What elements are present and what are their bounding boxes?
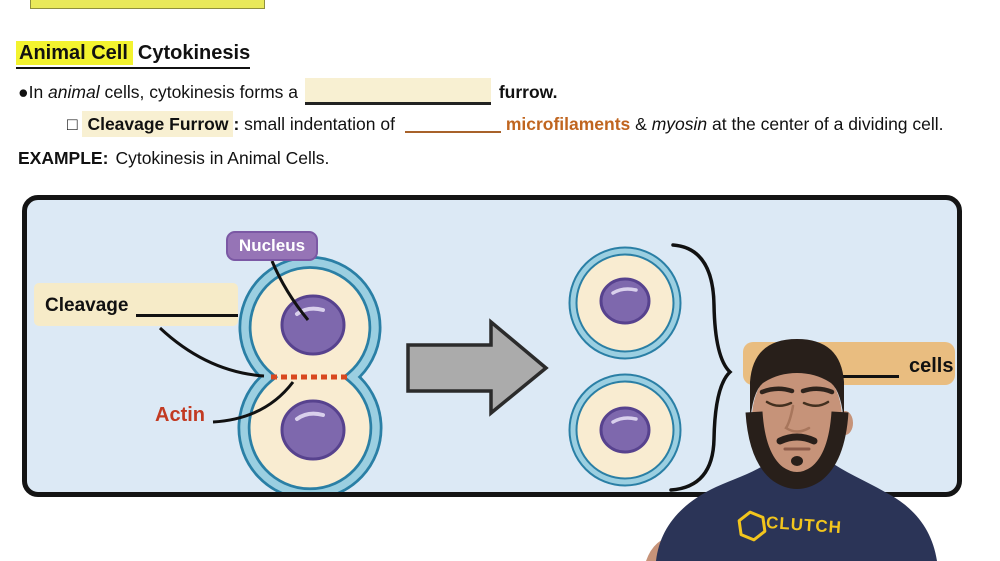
instructor-eye-left — [765, 400, 793, 407]
cleavage-fill-in-blank — [136, 298, 238, 317]
line1-pre: In — [28, 82, 49, 102]
clutch-hexagon-icon — [737, 510, 767, 542]
line1-italic-animal: animal — [48, 82, 100, 102]
note-line-2: □ Cleavage Furrow: small indentation of … — [67, 111, 944, 137]
title-highlighted-text: Animal Cell — [16, 41, 133, 65]
example-label: EXAMPLE: — [18, 148, 109, 168]
fill-in-blank-cream — [304, 78, 491, 105]
actin-pointer-line — [212, 381, 295, 424]
line1-mid: cells, cytokinesis forms a — [99, 82, 303, 102]
instructor-soul-patch — [791, 456, 803, 466]
daughter-cell-top-band — [570, 248, 680, 358]
note-line-1: ●In animal cells, cytokinesis forms a fu… — [18, 78, 558, 105]
square-bullet: □ — [67, 114, 83, 134]
title-rest-text: Cytokinesis — [137, 42, 251, 64]
line1-furrow: furrow. — [498, 82, 558, 102]
right-arrow — [406, 318, 549, 417]
instructor-webcam — [646, 339, 937, 561]
daughter-nucleus-top-highlight — [611, 287, 638, 295]
daughter-cell-bottom-band — [570, 375, 680, 485]
dividing-cell-membrane-band — [240, 258, 380, 492]
instructor-hair — [750, 339, 844, 425]
fill-in-blank-orange — [404, 117, 501, 133]
nucleus-label: Nucleus — [226, 231, 318, 261]
cleavage-label-box: Cleavage — [34, 283, 238, 326]
nucleus-label-text: Nucleus — [238, 236, 306, 255]
word-myosin: myosin — [651, 114, 708, 134]
line2-end: at the center of a dividing cell. — [707, 114, 944, 134]
nucleus-pointer-line — [270, 260, 310, 321]
nucleus-bottom — [280, 399, 346, 461]
cleavage-pointer-line — [158, 326, 265, 378]
line2-colon: : — [233, 114, 240, 134]
diagram-shapes — [158, 243, 733, 492]
cells-label-text: cells — [909, 355, 954, 377]
daughter-nucleus-top — [599, 277, 651, 325]
nucleus-top-highlight — [295, 306, 325, 316]
daughter-nucleus-bottom-highlight — [611, 416, 638, 424]
actin-label: Actin — [155, 404, 205, 427]
nucleus-top — [280, 294, 346, 356]
line2-mid: small indentation of — [239, 114, 400, 134]
instructor-mustache — [776, 433, 818, 445]
cleavage-label-text: Cleavage — [45, 295, 129, 316]
line2-ampersand: & — [630, 114, 652, 134]
curly-brace — [669, 243, 733, 492]
word-microfilaments: microfilaments — [505, 114, 631, 134]
previous-heading-highlight-sliver — [30, 0, 265, 9]
instructor-nose — [784, 404, 811, 433]
instructor-beard — [745, 411, 849, 489]
instructor-eye-right — [802, 400, 830, 407]
instructor-shirt — [656, 460, 937, 561]
instructor-brow-left — [759, 386, 795, 395]
instructor-brow-right — [800, 386, 835, 395]
bullet-dot: ● — [18, 82, 29, 102]
example-line: EXAMPLE: Cytokinesis in Animal Cells. — [18, 148, 329, 169]
actin-label-text: Actin — [155, 404, 205, 426]
example-text: Cytokinesis in Animal Cells. — [115, 148, 330, 168]
nucleus-bottom-highlight — [295, 411, 325, 421]
term-cleavage-furrow: Cleavage Furrow — [82, 111, 234, 137]
